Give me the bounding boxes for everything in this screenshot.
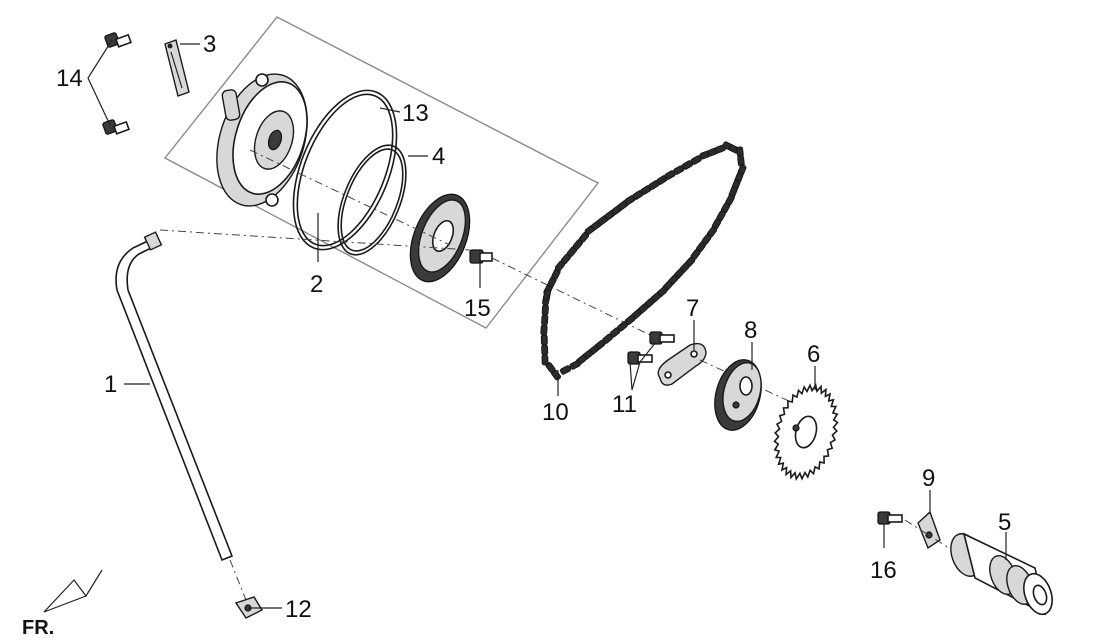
callout-9: 9	[922, 465, 935, 492]
callout-6: 6	[807, 341, 820, 368]
part-2-cover-housing	[216, 73, 308, 207]
part-11-bolt-bottom	[627, 351, 653, 365]
chain-link	[559, 365, 572, 375]
callout-5: 5	[998, 509, 1011, 536]
callout-10: 10	[542, 399, 569, 426]
callout-16: 16	[870, 557, 897, 584]
assembly-axis	[159, 229, 471, 251]
part-1-oil-pipe	[115, 231, 234, 562]
part-7-plate	[657, 342, 707, 386]
sprocket-pin-hole	[792, 424, 800, 432]
callout-13: 13	[402, 100, 429, 127]
chain-link	[541, 304, 549, 316]
callout-1: 1	[104, 371, 117, 398]
part-5-camshaft	[950, 532, 1053, 616]
callout-8: 8	[744, 317, 757, 344]
chain-link	[541, 354, 549, 366]
part-6-cam-sprocket	[773, 383, 839, 481]
front-marker-label: FR.	[22, 617, 54, 639]
chain-link	[541, 344, 549, 356]
callout-4: 4	[432, 143, 445, 170]
filter-rotor-disk	[409, 193, 471, 283]
callout-12: 12	[285, 596, 312, 623]
assembly-group-frame	[163, 16, 600, 329]
part-11-bolt-top	[649, 331, 675, 345]
part-15-bolt	[469, 249, 493, 264]
callout-leaders	[87, 39, 1007, 609]
callout-14: 14	[56, 65, 83, 92]
part-3-clip	[164, 39, 190, 97]
callout-2: 2	[310, 271, 323, 298]
callout-7: 7	[686, 295, 699, 322]
chain-link	[543, 289, 551, 301]
part-10-timing-chain	[540, 141, 747, 381]
callout-15: 15	[464, 295, 491, 322]
part-4-gasket	[337, 144, 407, 256]
part-13-large-oring	[292, 89, 398, 251]
chain-link	[569, 360, 581, 370]
part-8-hub	[714, 359, 762, 431]
part-16-bolt	[877, 511, 903, 525]
front-direction-marker: FR.	[22, 569, 103, 639]
callout-11: 11	[612, 391, 637, 418]
callout-3: 3	[203, 31, 216, 58]
chain-link	[540, 324, 548, 336]
chain-link	[541, 314, 549, 326]
part-14-bolt-bottom	[102, 119, 130, 135]
chain-link	[540, 334, 548, 346]
